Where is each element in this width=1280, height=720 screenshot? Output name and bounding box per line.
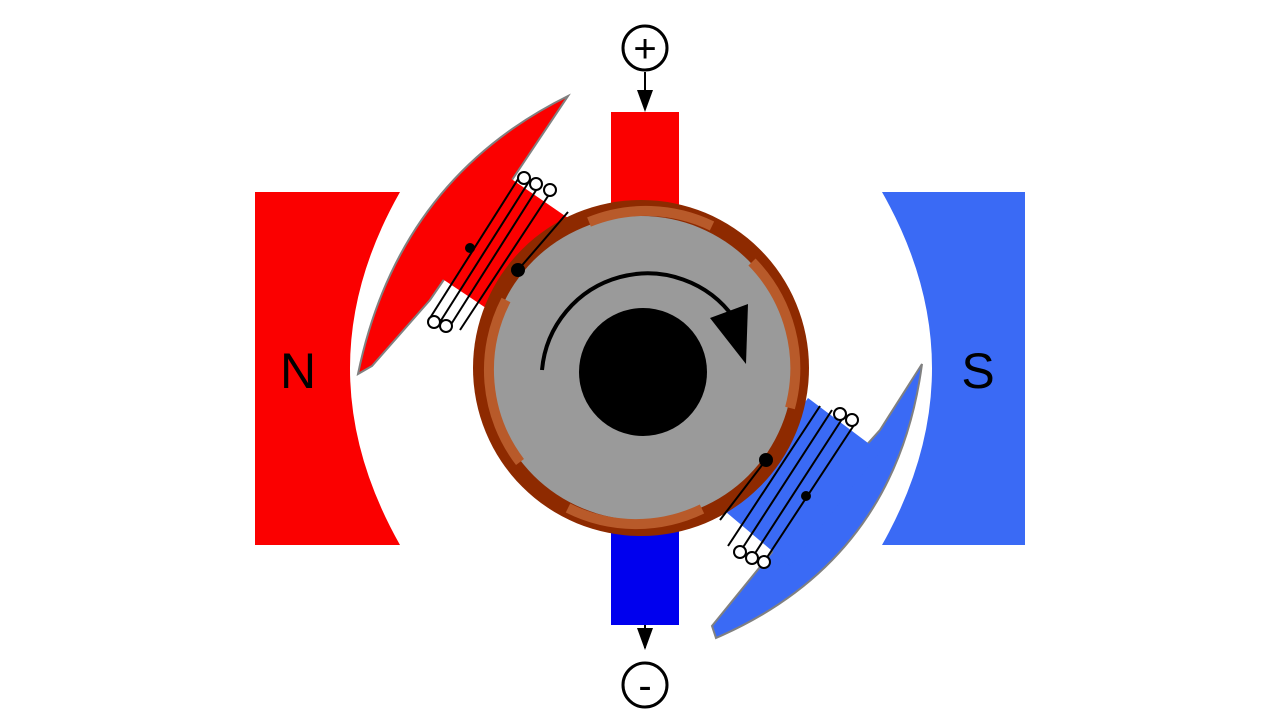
coil-winding-south: [719, 405, 859, 569]
negative-brush: [611, 525, 679, 625]
commutator-segments: [483, 205, 801, 530]
commutator-segment: [483, 297, 524, 466]
coil-winding-north: [427, 171, 569, 333]
commutator-segment: [565, 503, 705, 530]
armature-pole-south-neck: [726, 398, 880, 566]
plus-label: +: [633, 27, 656, 71]
north-pole-label: N: [280, 343, 316, 399]
coil-south-junction: [759, 453, 773, 467]
minus-circle-icon: -: [621, 661, 669, 709]
north-pole-magnet: [255, 192, 400, 545]
south-pole-magnet: [882, 192, 1025, 545]
coil-south-arrow-dot: [801, 491, 811, 501]
clockwise-arrow-icon: [540, 271, 748, 371]
coil-north-arrow-dot: [465, 243, 475, 253]
commutator-segment: [748, 258, 801, 410]
south-pole-label: S: [961, 343, 994, 399]
rotor-shaft: [579, 308, 707, 436]
positive-lead-arrow: [637, 90, 653, 112]
positive-brush: [611, 112, 679, 212]
commutator-segment: [587, 205, 715, 231]
negative-lead-arrow: [637, 628, 653, 650]
armature-pole-north-shoe: [356, 93, 571, 376]
plus-circle-icon: +: [621, 24, 669, 72]
coil-north-junction: [511, 263, 525, 277]
minus-label: -: [638, 664, 651, 708]
armature-pole-south: [710, 363, 923, 640]
